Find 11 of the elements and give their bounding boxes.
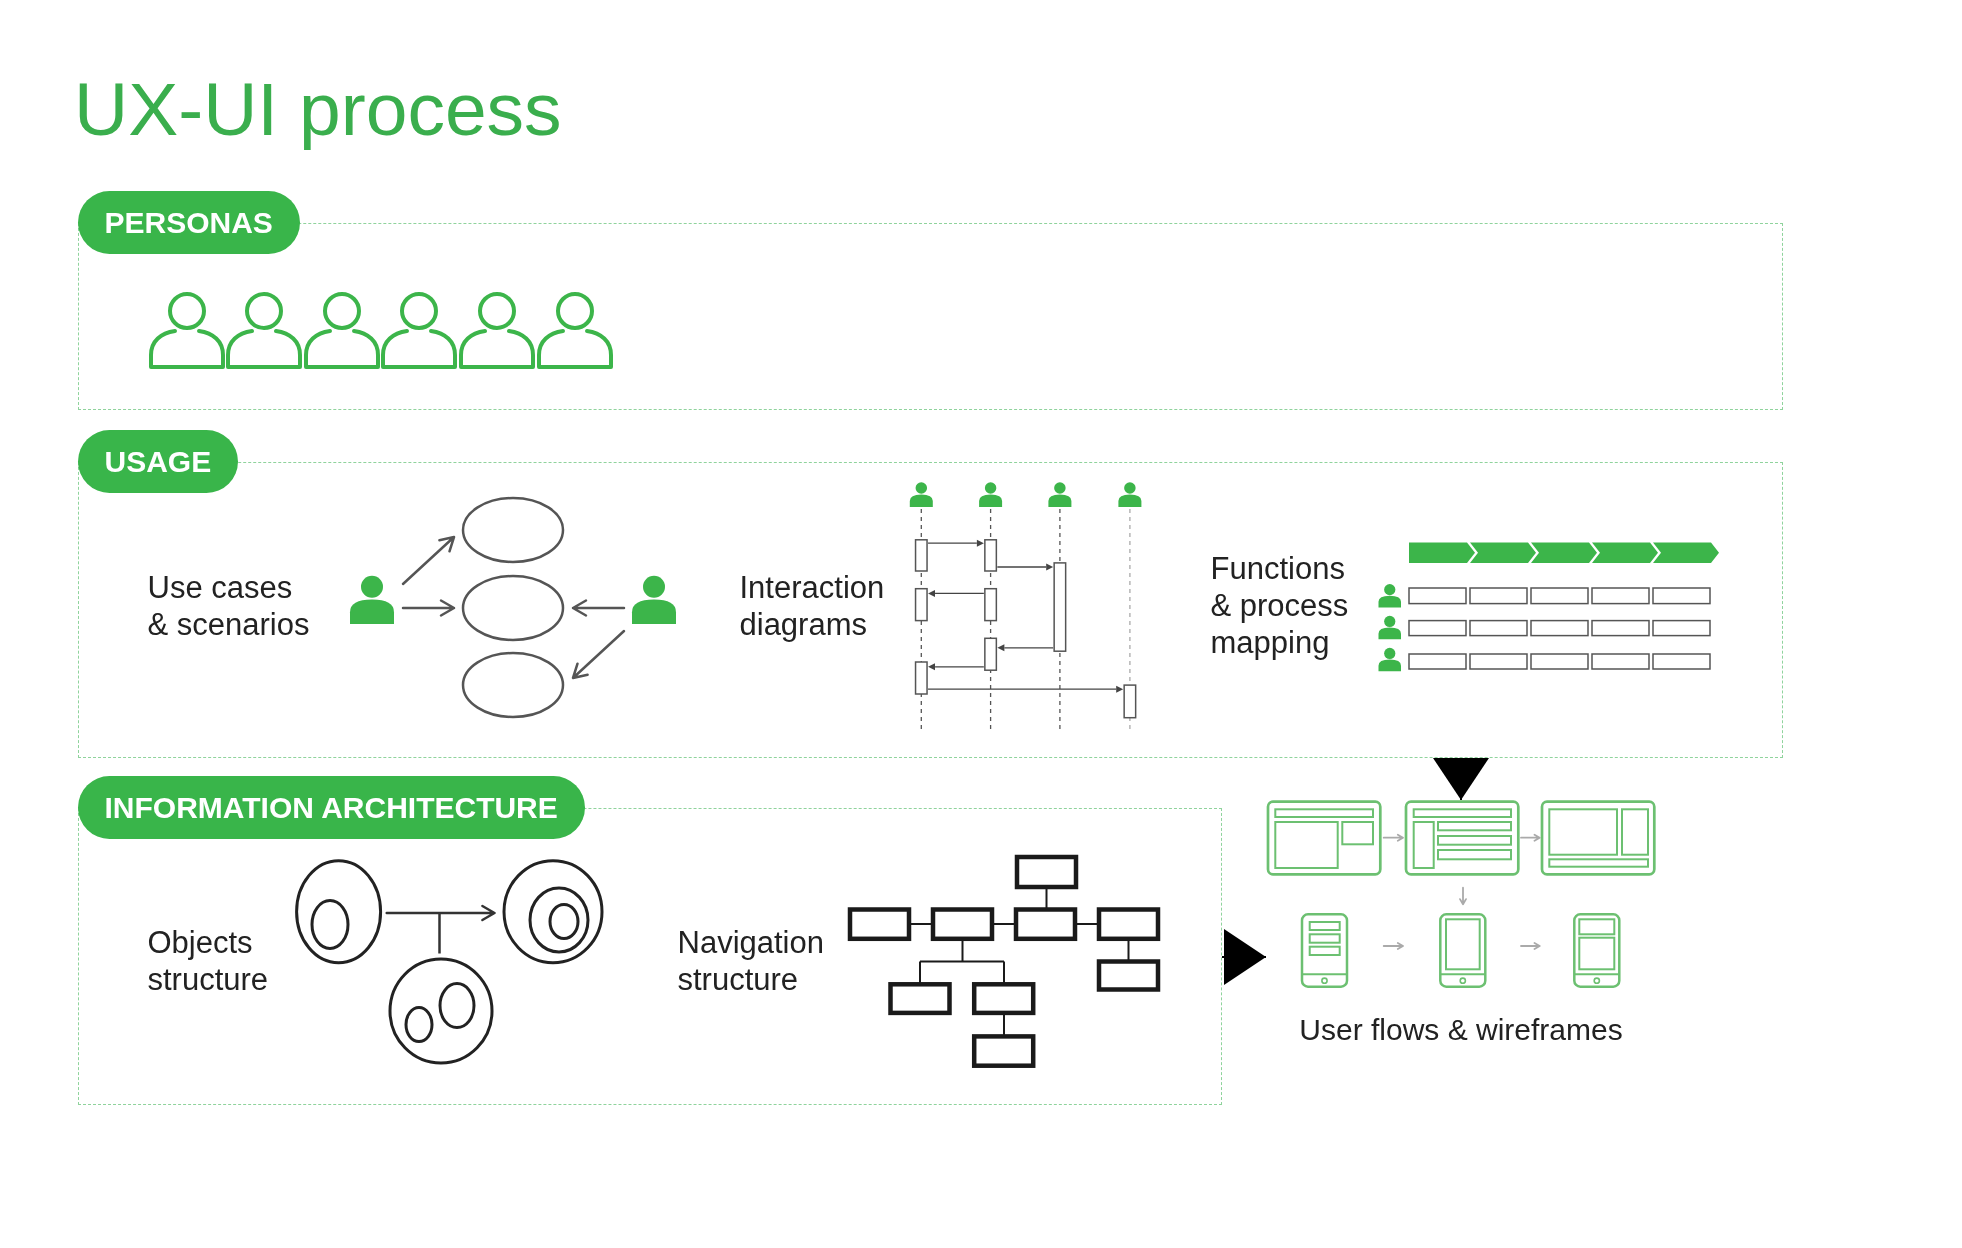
arrow bbox=[1221, 929, 1267, 985]
section-heading: PERSONAS bbox=[77, 191, 300, 254]
topic-label: Interaction diagrams bbox=[739, 568, 886, 643]
section-heading: USAGE bbox=[77, 430, 239, 493]
topic-label: Navigation structure bbox=[677, 923, 825, 998]
topic-label: Functions & process mapping bbox=[1210, 549, 1350, 661]
topic-label: Objects structure bbox=[147, 923, 270, 998]
topic-label: Use cases & scenarios bbox=[147, 568, 311, 643]
section-heading: INFORMATION ARCHITECTURE bbox=[77, 776, 585, 839]
arrow bbox=[1433, 757, 1489, 801]
node-label: User flows & wireframes bbox=[1299, 1012, 1623, 1048]
